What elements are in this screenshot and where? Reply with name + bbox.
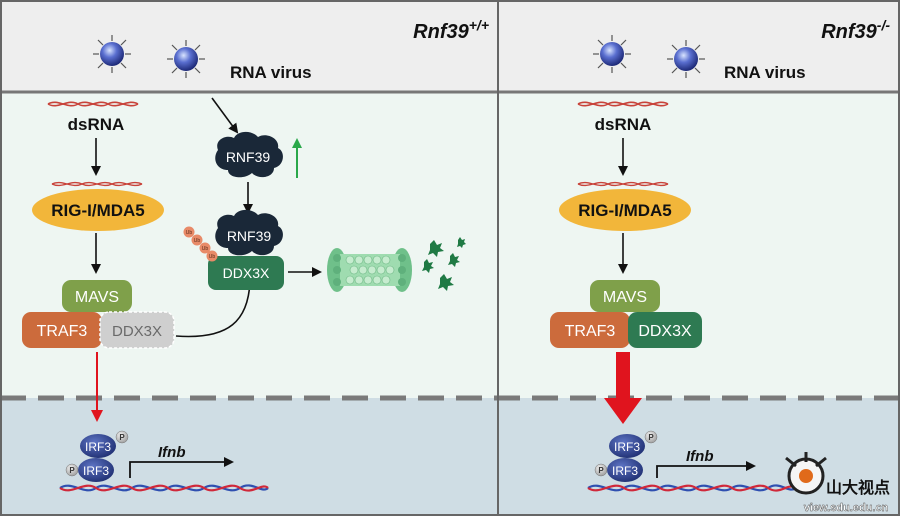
irf3-label: IRF3 bbox=[85, 440, 111, 454]
right-panel-title: Rnf39-/- bbox=[821, 17, 890, 43]
right-title-gene: Rnf39 bbox=[821, 21, 877, 43]
irf3-label: IRF3 bbox=[614, 440, 640, 454]
left-rig-label: RIG-I/MDA5 bbox=[51, 201, 145, 220]
virus-icon bbox=[93, 35, 131, 73]
right-gene-label: Ifnb bbox=[686, 448, 714, 465]
ddx3x-green-box bbox=[628, 312, 702, 348]
traf3-box bbox=[22, 312, 102, 348]
dna-helix bbox=[587, 484, 797, 492]
ub-label: Ub bbox=[202, 246, 209, 252]
ubiquitin-chain: Ub Ub Ub Ub bbox=[183, 226, 218, 262]
watermark-cn-text: 山大视点 bbox=[826, 478, 890, 497]
left-panel-title: Rnf39+/+ bbox=[413, 17, 489, 43]
p-label: P bbox=[69, 466, 75, 475]
traf3-box bbox=[550, 312, 630, 348]
virus-icon bbox=[167, 40, 205, 78]
left-dsrna-label: dsRNA bbox=[68, 115, 125, 134]
transcription-start-arrow bbox=[129, 457, 234, 478]
nucleus-region bbox=[0, 398, 900, 516]
right-rig-label: RIG-I/MDA5 bbox=[578, 201, 672, 220]
virus-icon bbox=[667, 40, 705, 78]
mavs-box bbox=[590, 280, 660, 312]
rig-i-mda5-shape bbox=[32, 189, 164, 231]
rig-i-mda5-shape bbox=[559, 189, 691, 231]
right-traf3-label: TRAF3 bbox=[565, 323, 616, 340]
irf3-dimer bbox=[65, 430, 129, 482]
right-dsrna-label: dsRNA bbox=[595, 115, 652, 134]
left-ddx3x-bound-label: DDX3X bbox=[223, 265, 270, 281]
left-rnf39-bottom-label: RNF39 bbox=[227, 228, 272, 244]
right-title-sup: -/- bbox=[877, 17, 891, 33]
irf3-label: IRF3 bbox=[83, 464, 109, 478]
irf3-label: IRF3 bbox=[612, 464, 638, 478]
cytoplasm-region bbox=[0, 92, 900, 398]
dsrna-icon bbox=[577, 181, 669, 187]
arrow-virus-to-rnf39 bbox=[211, 97, 239, 134]
p-label: P bbox=[119, 433, 125, 442]
left-gene-label: Ifnb bbox=[158, 444, 186, 461]
left-ddx3x-label: DDX3X bbox=[112, 323, 162, 340]
proteasome-icon bbox=[327, 248, 412, 292]
ddx3x-grey-box bbox=[99, 311, 175, 349]
enhanced-signal-arrow bbox=[604, 352, 642, 424]
watermark-logo-icon bbox=[785, 452, 827, 495]
right-ddx3x-label: DDX3X bbox=[638, 323, 692, 340]
transcription-start-arrow bbox=[656, 461, 756, 478]
ddx3x-ubiquitinated-box bbox=[208, 256, 284, 290]
left-mavs-label: MAVS bbox=[75, 289, 119, 306]
p-label: P bbox=[648, 433, 654, 442]
extracellular-band bbox=[0, 0, 900, 92]
right-virus-label: RNA virus bbox=[724, 63, 806, 82]
ub-label: Ub bbox=[186, 230, 193, 236]
rnf39-top-shape bbox=[215, 131, 283, 178]
right-mavs-label: MAVS bbox=[603, 289, 647, 306]
left-title-sup: +/+ bbox=[469, 17, 489, 33]
dsrna-icon bbox=[577, 101, 669, 107]
left-traf3-label: TRAF3 bbox=[37, 323, 88, 340]
arrow-ddx3x-to-complex bbox=[175, 280, 255, 338]
watermark-url: view.sdu.edu.cn bbox=[804, 502, 889, 514]
ub-label: Ub bbox=[209, 254, 216, 260]
dsrna-icon bbox=[51, 181, 143, 187]
p-label: P bbox=[598, 466, 604, 475]
irf3-dimer bbox=[594, 430, 658, 482]
dna-helix bbox=[59, 484, 269, 492]
ub-label: Ub bbox=[194, 238, 201, 244]
mavs-box bbox=[62, 280, 132, 312]
left-title-gene: Rnf39 bbox=[413, 21, 469, 43]
rnf39-bottom-shape bbox=[215, 209, 283, 256]
left-rnf39-top-label: RNF39 bbox=[226, 149, 271, 165]
left-virus-label: RNA virus bbox=[230, 63, 312, 82]
degraded-fragments-icon bbox=[422, 237, 466, 291]
dsrna-icon bbox=[47, 101, 139, 107]
virus-icon bbox=[593, 35, 631, 73]
